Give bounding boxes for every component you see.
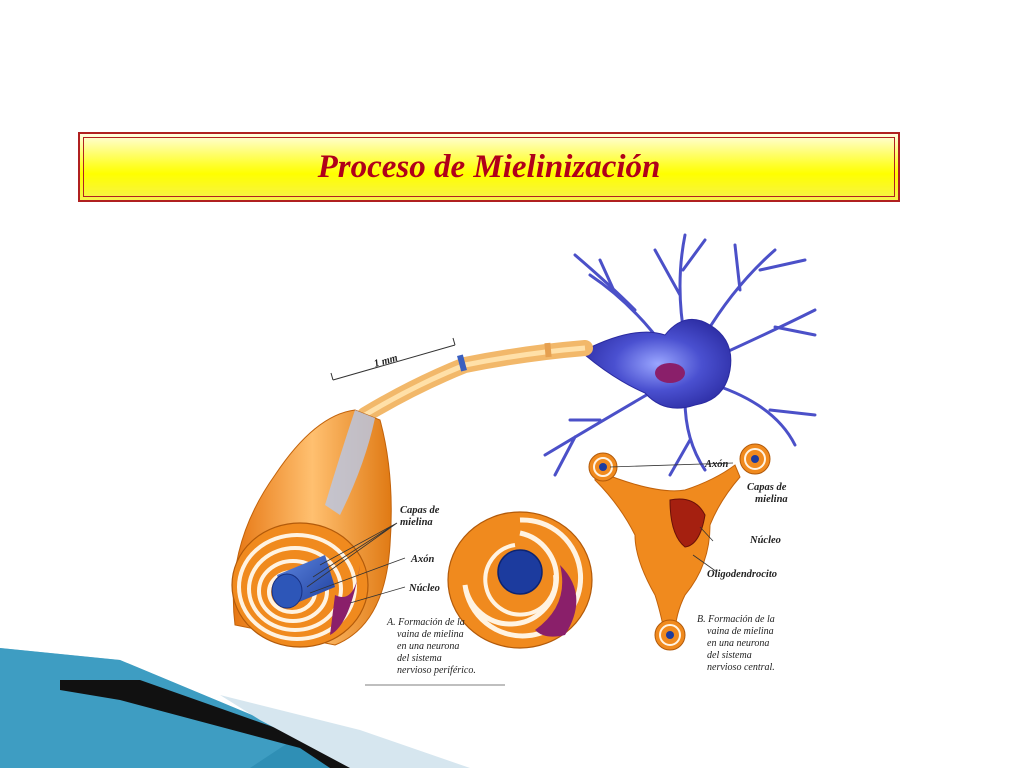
- neuron-nucleus: [655, 363, 685, 383]
- caption-b-line: en una neurona: [707, 638, 769, 649]
- slide-title-box: Proceso de Mielinización: [78, 132, 900, 202]
- ribbon-black-stripe: [60, 680, 380, 768]
- myelination-figure: 1 mm: [215, 215, 825, 690]
- right-leader-lines: [609, 462, 734, 573]
- label-capas-line2: mielina: [400, 517, 433, 528]
- ribbon-light-band: [220, 695, 470, 768]
- spiral-cross-section: [447, 511, 593, 649]
- label-capas-right-line2: mielina: [755, 494, 788, 505]
- label-oligodendrocito: Oligodendrocito: [707, 569, 777, 580]
- oligo-wrapped-axon-left: [588, 452, 618, 482]
- label-capas-right-line1: Capas de: [747, 482, 787, 493]
- caption-a-line: nervioso periférico.: [397, 665, 476, 676]
- myelination-illustration: 1 mm: [231, 233, 817, 686]
- caption-a-line: en una neurona: [397, 641, 459, 652]
- label-nucleo-left: Núcleo: [408, 583, 440, 594]
- caption-a-line: vaina de mielina: [397, 629, 464, 640]
- caption-b-line: del sistema: [707, 650, 752, 661]
- caption-b-line: B. Formación de la: [697, 614, 775, 625]
- caption-b-line: nervioso central.: [707, 662, 775, 673]
- slide-title: Proceso de Mielinización: [317, 148, 661, 185]
- caption-b-line: vaina de mielina: [707, 626, 774, 637]
- caption-b: B. Formación de la vaina de mielina en u…: [697, 614, 775, 673]
- label-axon-right: Axón: [704, 459, 729, 470]
- axon-cylinder: [271, 555, 335, 609]
- decorative-ribbon: [0, 648, 470, 768]
- myelinated-axon: [357, 340, 593, 423]
- oligo-wrapped-axon-right: [739, 443, 771, 475]
- scale-bar: [330, 337, 456, 381]
- peripheral-sheath: [231, 409, 392, 648]
- caption-a: A. Formación de la vaina de mielina en u…: [386, 617, 476, 676]
- neuron-body: [584, 318, 732, 409]
- oligodendrocyte: [588, 443, 771, 651]
- caption-a-line: del sistema: [397, 653, 442, 664]
- label-capas-line1: Capas de: [400, 505, 440, 516]
- oligo-wrapped-axon-bottom: [654, 619, 686, 651]
- scale-label: 1 mm: [373, 353, 399, 370]
- label-nucleo-right: Núcleo: [749, 535, 781, 546]
- caption-a-line: A. Formación de la: [386, 617, 465, 628]
- label-axon-left: Axón: [410, 554, 435, 565]
- left-leader-lines: [306, 522, 406, 604]
